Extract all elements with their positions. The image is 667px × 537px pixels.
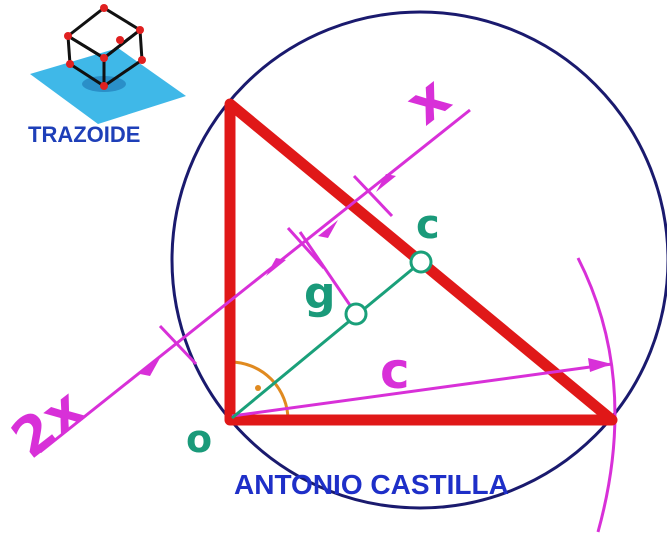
arrowhead-x-upper xyxy=(376,174,396,192)
median-line xyxy=(231,260,422,420)
arrowhead-x-lower xyxy=(318,220,338,238)
dimension-tick-c xyxy=(352,174,394,218)
segment-c xyxy=(231,362,613,418)
dimension-tick-g xyxy=(286,226,326,270)
arrowhead-2x-upper xyxy=(266,258,286,276)
label-o: o xyxy=(186,417,212,461)
arrowhead-c xyxy=(588,358,612,372)
cube-on-plane-icon xyxy=(30,4,186,124)
label-g: g xyxy=(304,268,336,319)
dimension-line-main xyxy=(39,108,471,454)
centroid-point xyxy=(344,302,368,326)
label-2x: 2x xyxy=(0,376,96,470)
circumcircle xyxy=(170,10,667,510)
right-angle-dot xyxy=(255,385,261,391)
author-name: ANTONIO CASTILLA xyxy=(234,469,509,500)
circumcenter-point xyxy=(409,250,433,274)
g-perpendicular xyxy=(298,231,358,315)
dimension-tick-o xyxy=(158,324,198,366)
label-c-side: c xyxy=(380,342,410,400)
label-c-point: c xyxy=(416,202,440,248)
label-x: x xyxy=(394,64,462,137)
brand-title: TRAZOIDE xyxy=(28,122,140,147)
compass-arc xyxy=(576,257,617,533)
arrowhead-2x-lower xyxy=(140,358,160,376)
